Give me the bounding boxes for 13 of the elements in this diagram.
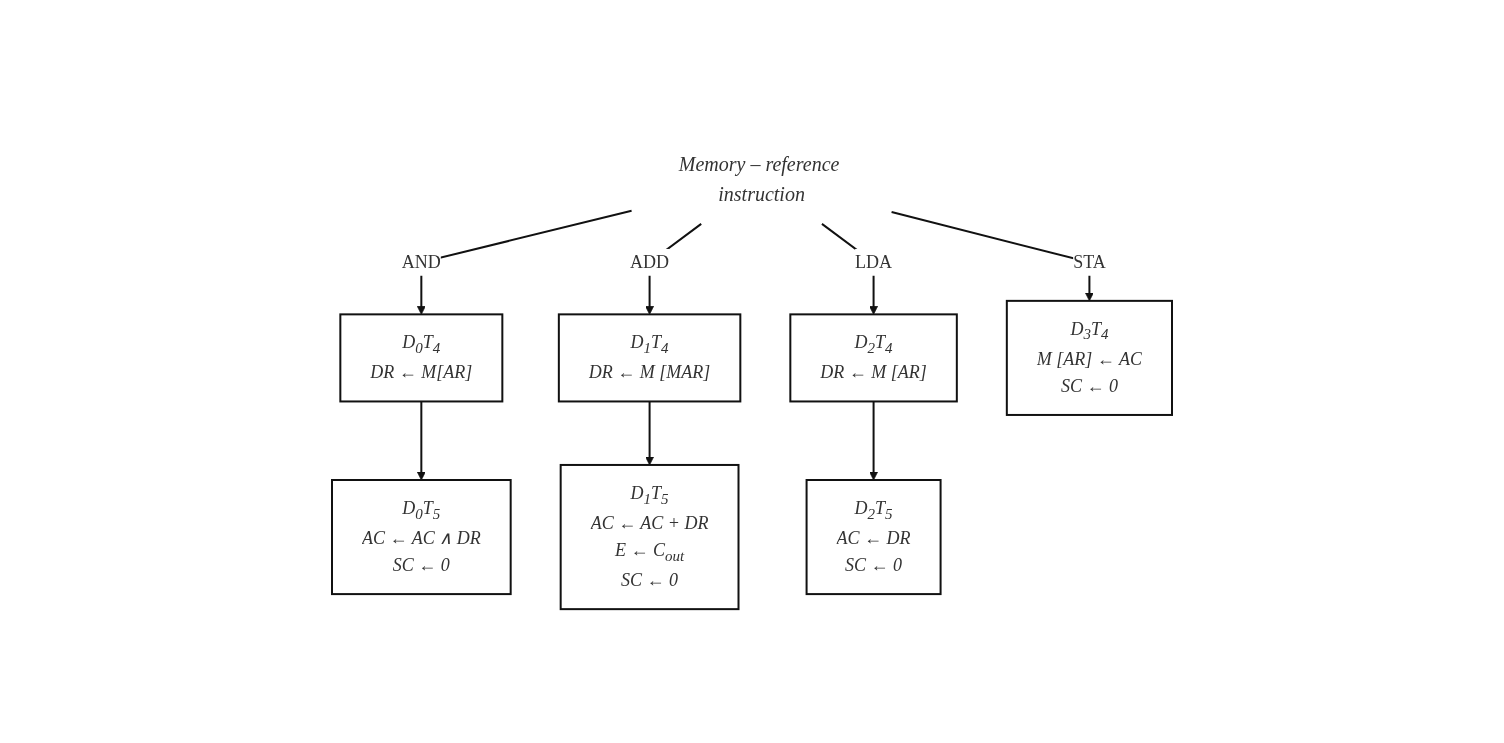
arrow — [869, 400, 878, 481]
node-text: Memory – reference instruction — [678, 152, 840, 205]
edge-label: LDA — [855, 251, 893, 272]
arrow — [416, 209, 633, 315]
node-box: D$_{0}$T$_{4}$ DR ← M[AR] — [339, 313, 504, 403]
edge-label: STA — [1073, 251, 1106, 272]
arrow — [416, 400, 426, 481]
node-box: D$_{1}$T$_{4}$ DR ← M [MAR] — [557, 313, 742, 403]
node-box: D$_{3}$T$_{4}$ M [AR] ← AC SC ← 0 — [1005, 299, 1173, 416]
arrow — [645, 400, 654, 466]
edge-label: AND — [401, 251, 441, 272]
edge-label: ADD — [630, 251, 670, 272]
node-box: D$_{2}$T$_{4}$ DR ← M [AR] — [789, 313, 958, 403]
